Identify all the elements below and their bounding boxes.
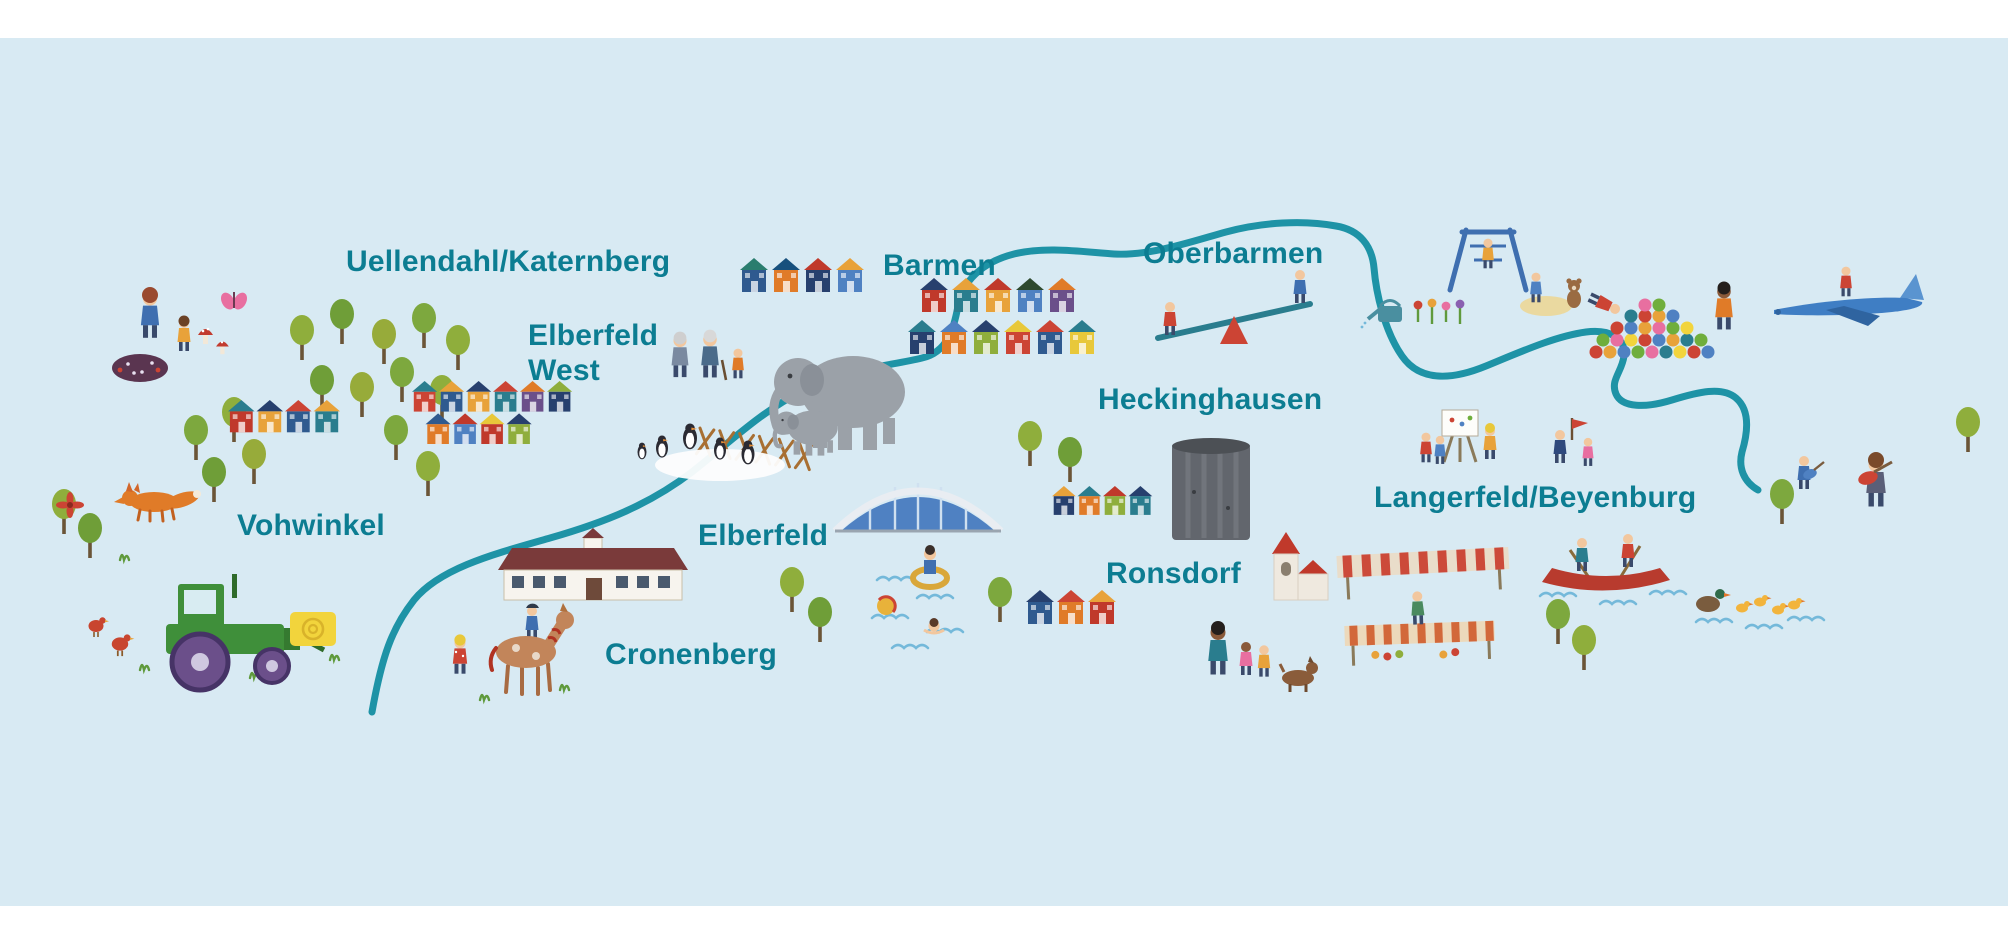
market-stalls-icon [1336, 546, 1510, 666]
climbing-frame-icon [1447, 227, 1529, 293]
canoe-icon [1538, 534, 1688, 606]
fox-icon [114, 482, 201, 523]
mushrooms-icon [198, 327, 229, 355]
church-icon [1272, 532, 1329, 601]
red-flower-icon [56, 492, 84, 518]
seesaw-icon [1155, 270, 1313, 344]
district-label-oberbarmen[interactable]: Oberbarmen [1143, 237, 1324, 270]
river-icon [368, 219, 1762, 716]
family-with-dog-icon [1208, 621, 1318, 692]
district-label-cronenberg[interactable]: Cronenberg [605, 638, 778, 671]
district-label-langerfeld-beyenburg[interactable]: Langerfeld/Beyenburg [1374, 481, 1697, 514]
district-label-elberfeld[interactable]: Elberfeld [698, 519, 829, 552]
flag-kid-icon [1553, 418, 1594, 466]
stadium-icon [832, 483, 1004, 534]
map-background [0, 38, 2008, 906]
gas-tank-icon [1172, 438, 1250, 540]
berry-bush-icon [112, 354, 168, 382]
elephants-icon [769, 356, 905, 456]
walking-family-icon [671, 329, 744, 381]
watering-can-flowers-icon [1360, 298, 1465, 329]
penguins-icon [637, 423, 785, 481]
district-label-elberfeld-west[interactable]: Elberfeld West [528, 319, 659, 388]
pony-ride-icon [452, 603, 574, 696]
guitar-players-icon [1797, 452, 1893, 507]
butterfly-icon [220, 292, 248, 310]
grass-icon [118, 553, 571, 705]
ball-pit-icon [1586, 281, 1733, 359]
district-label-ronsdorf[interactable]: Ronsdorf [1106, 557, 1241, 590]
hay-bale-icon [290, 612, 336, 646]
airplane-icon [1774, 266, 1924, 326]
ducks-icon [1694, 589, 1826, 630]
district-label-vohwinkel[interactable]: Vohwinkel [237, 509, 385, 542]
school-building-icon [498, 528, 688, 601]
painting-easel-icon [1420, 409, 1497, 464]
district-label-barmen[interactable]: Barmen [883, 249, 996, 282]
sandbox-teddy-icon [1520, 272, 1582, 316]
swimmers-icon [870, 545, 965, 650]
mushroom-pickers-icon [140, 287, 191, 351]
district-label-heckinghausen[interactable]: Heckinghausen [1098, 383, 1323, 416]
chickens-icon [87, 616, 136, 657]
district-label-uellendahl-katernberg[interactable]: Uellendahl/Katernberg [346, 245, 671, 278]
